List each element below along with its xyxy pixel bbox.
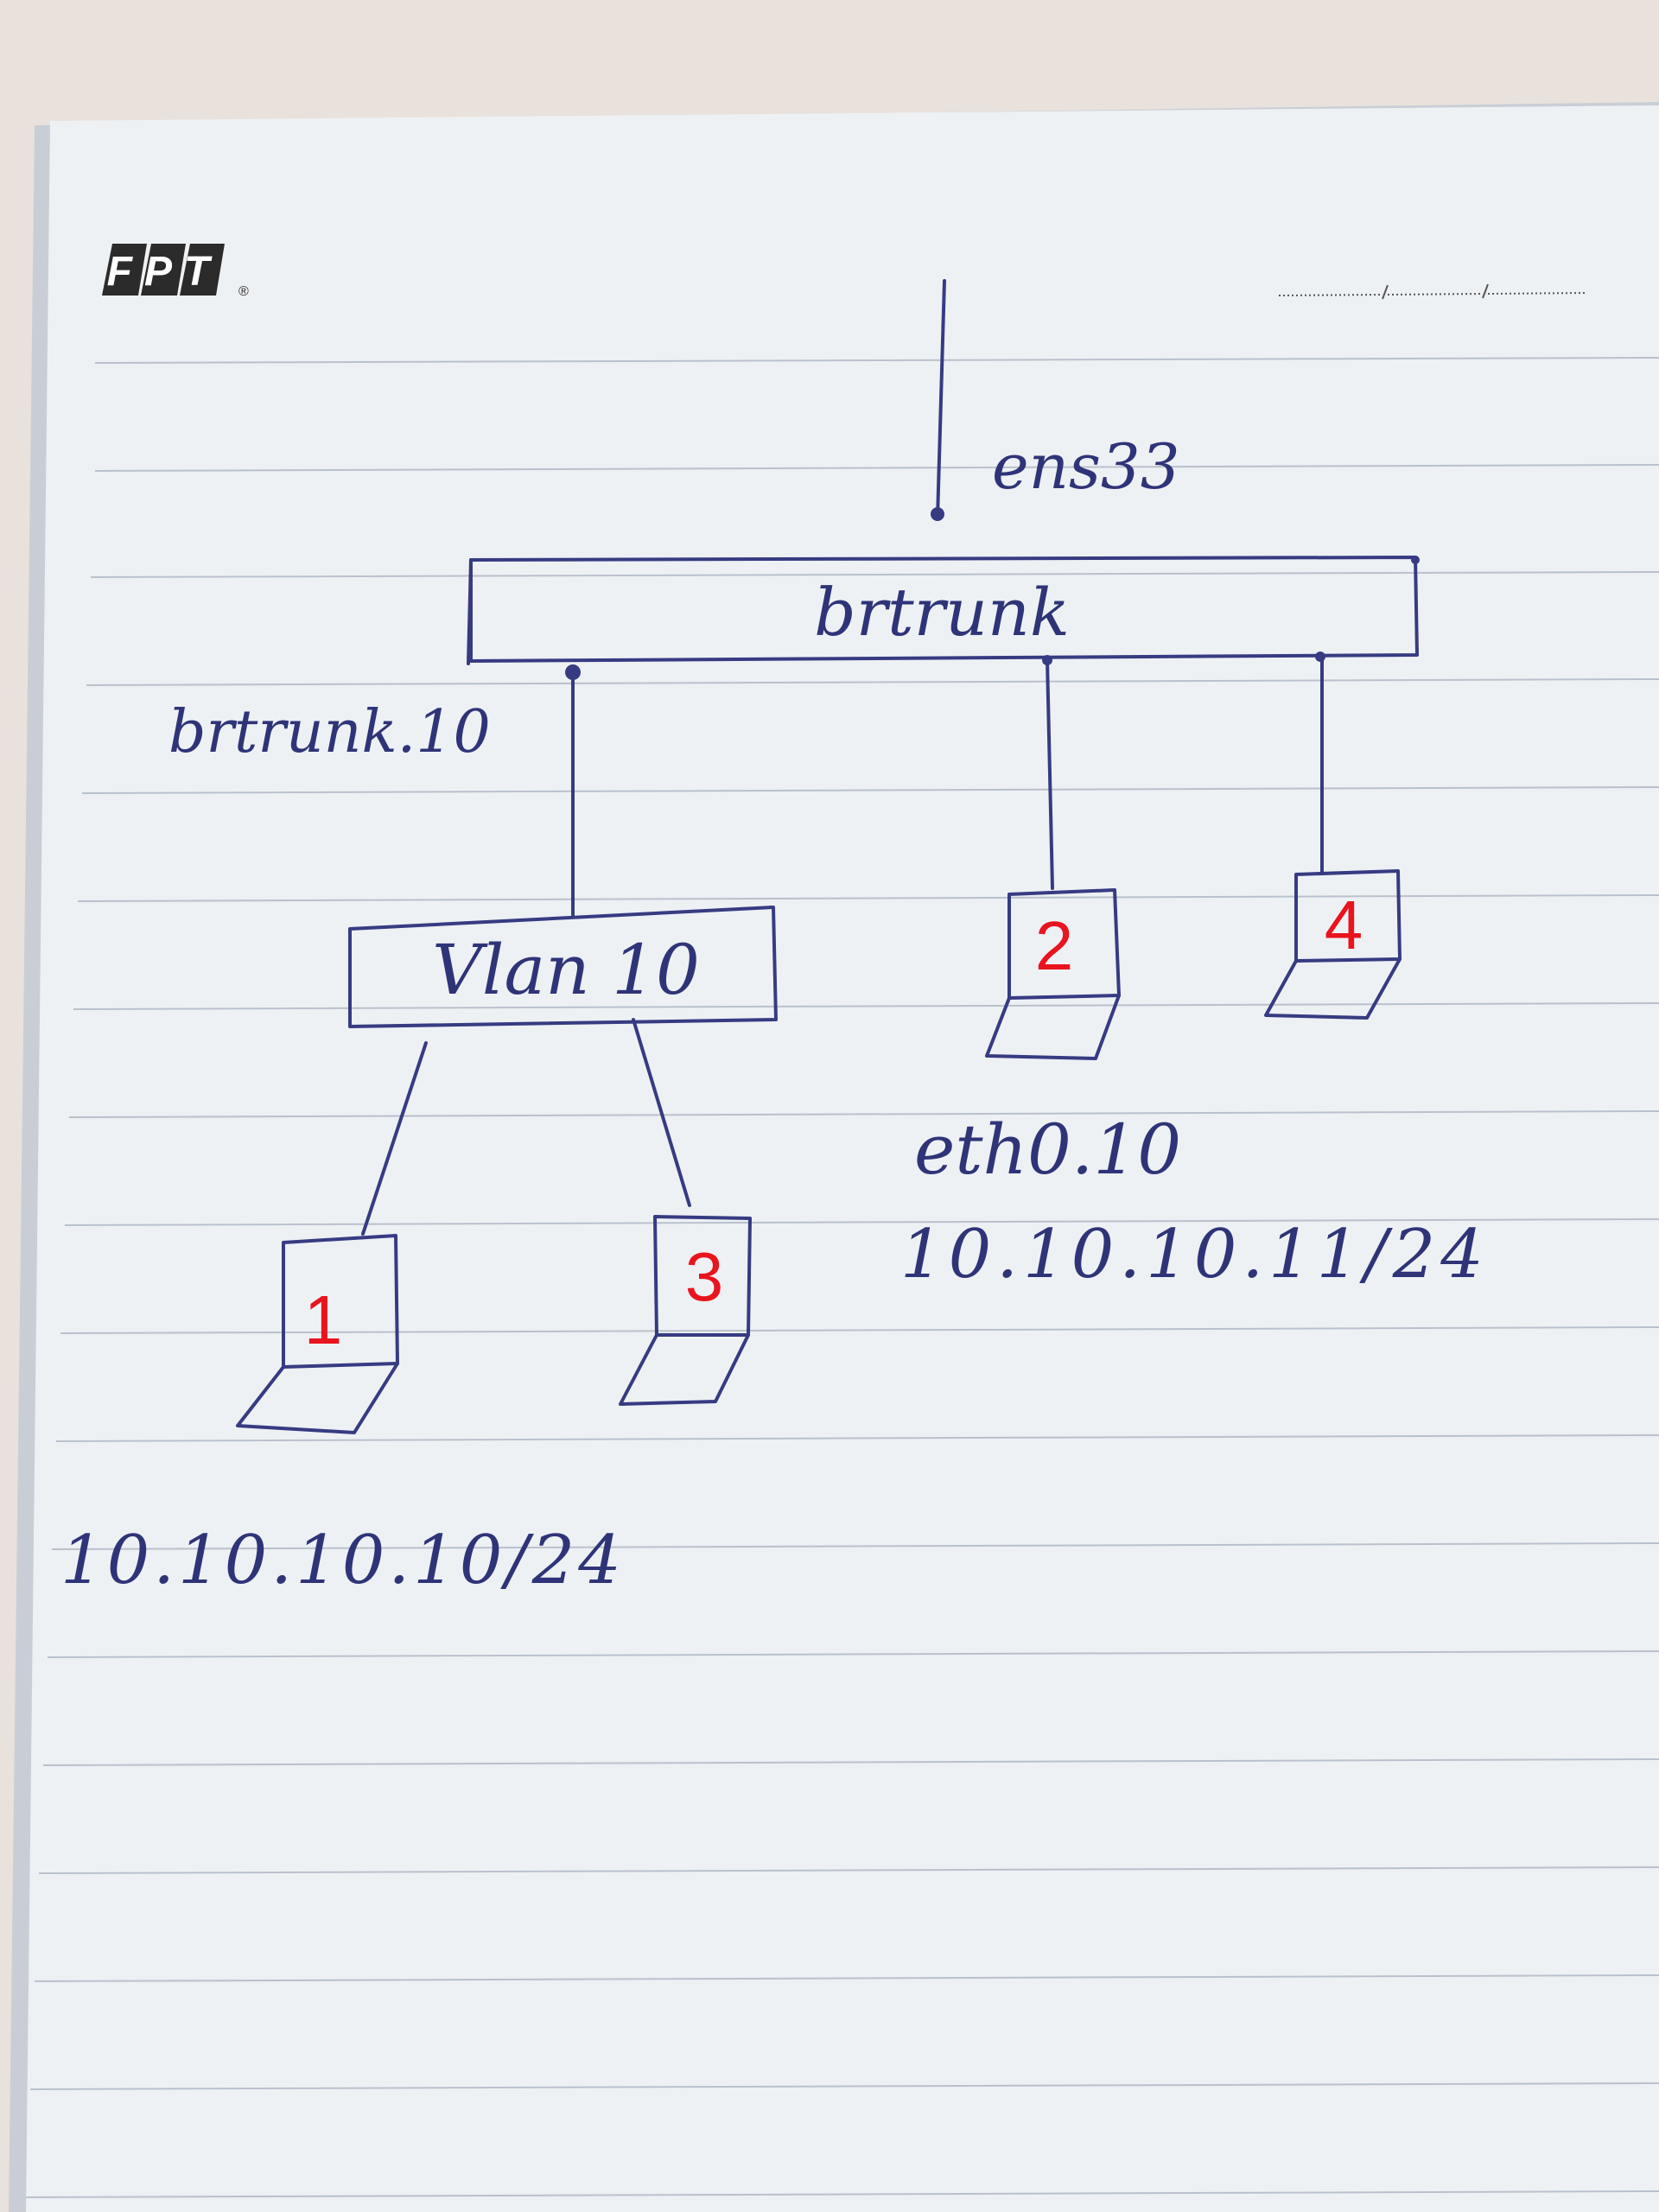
- uplink-label: ens33: [992, 430, 1180, 503]
- host-2-interface-label: eth0.10: [914, 1109, 1181, 1190]
- host-4-number: 4: [1325, 887, 1363, 963]
- host-1-ip-label: 10.10.10.10/24: [60, 1522, 625, 1599]
- fpt-logo: FPT ®: [102, 244, 249, 299]
- date-field: [1278, 283, 1587, 300]
- page-sheet: [26, 105, 1659, 2212]
- host-2-ip-label: 10.10.10.11/24: [900, 1216, 1489, 1294]
- bridge-vlan-label: brtrunk.10: [168, 698, 491, 766]
- host-2-number: 2: [1035, 907, 1074, 984]
- host-1-number: 1: [304, 1281, 343, 1358]
- laptop-4-icon: [1264, 869, 1402, 1020]
- bridge-box: [467, 556, 1420, 665]
- bridge-label: brtrunk: [814, 574, 1070, 651]
- vlan-label: Vlan 10: [432, 930, 700, 1010]
- laptop-2-icon: [985, 888, 1121, 1060]
- vlan-box: [348, 906, 778, 1028]
- logo-registered-mark: ®: [238, 284, 249, 299]
- laptop-1-icon: [236, 1234, 399, 1434]
- laptop-3-icon: [619, 1215, 752, 1406]
- ruled-lines: [25, 357, 1659, 2198]
- logo-text: FPT: [107, 249, 222, 295]
- uplink-cable: [931, 279, 946, 521]
- host-3-number: 3: [685, 1238, 724, 1315]
- vlan-drop-lines: [361, 1018, 691, 1236]
- bridge-drop-lines: [565, 652, 1325, 918]
